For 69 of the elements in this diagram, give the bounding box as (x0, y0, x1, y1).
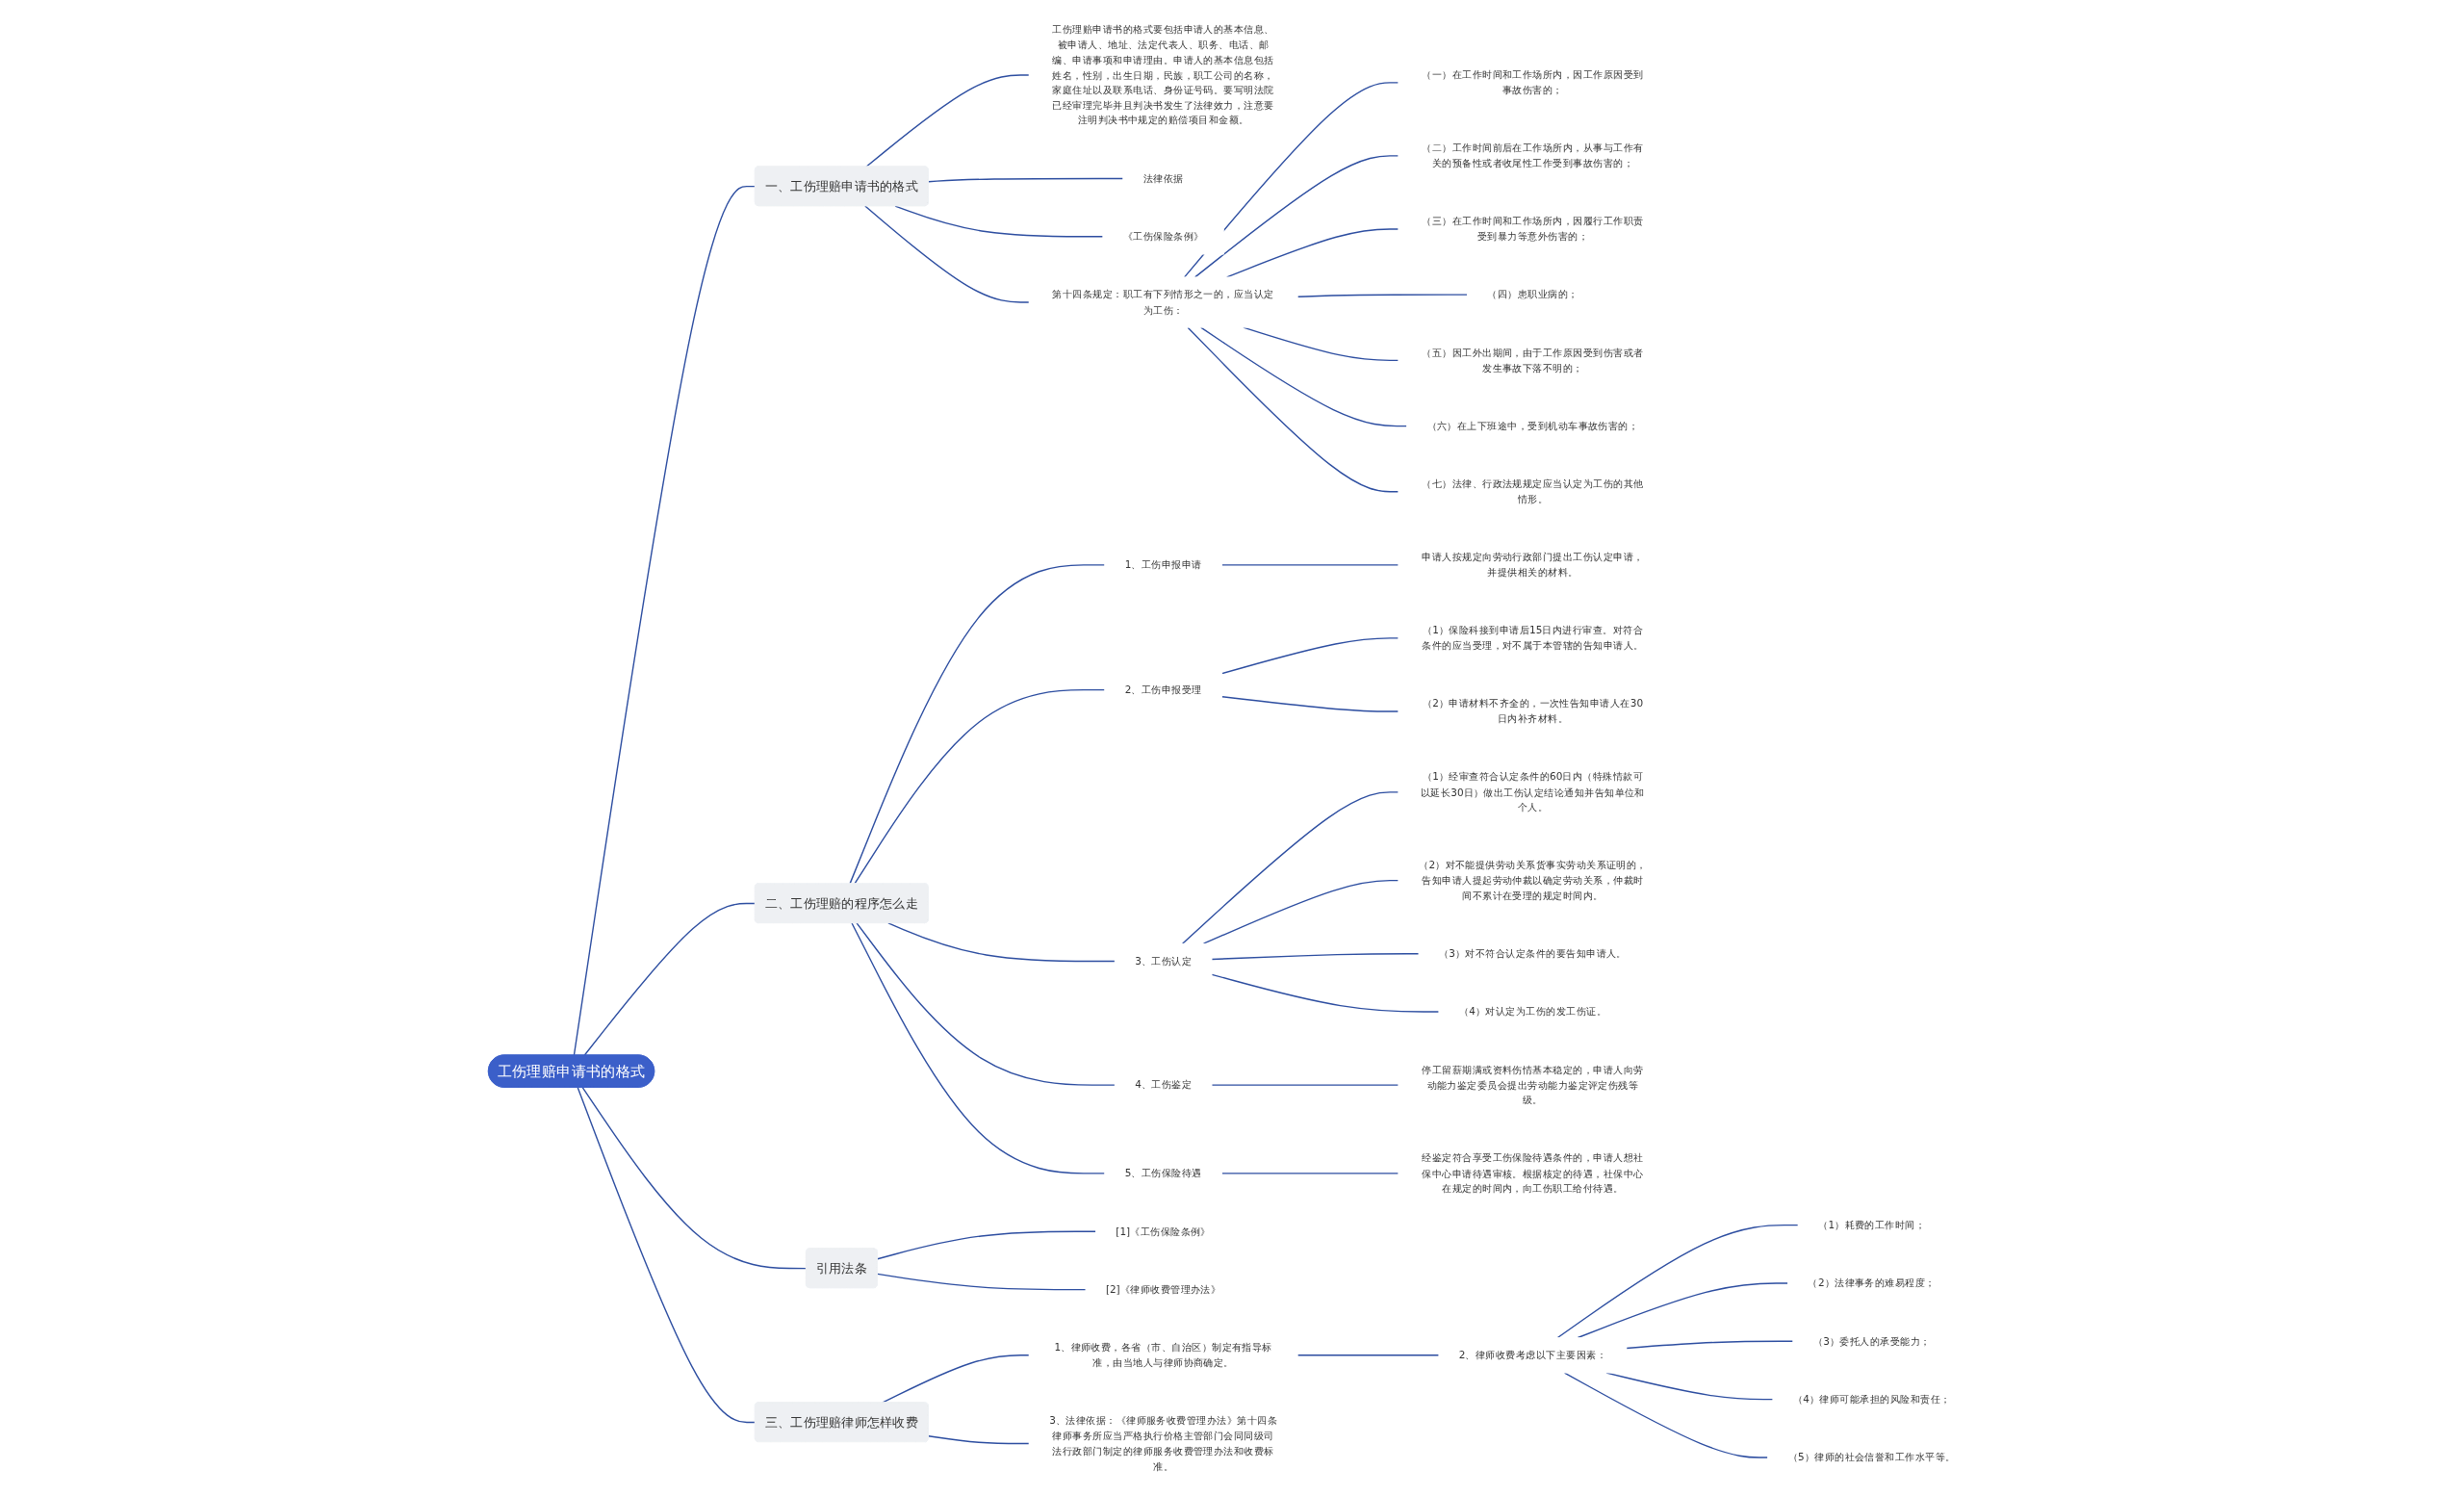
node-text: 2、工伤申报受理 (1124, 684, 1202, 696)
node-text: [2]《律师收费管理办法》 (1105, 1283, 1221, 1296)
node-text: （2）对不能提供劳动关系货事实劳动关系证明的，告知申请人提起劳动仲裁以确定劳动关系，仲裁时间不累计在受理的规定时间内。 (1418, 859, 1647, 902)
connector (865, 74, 1030, 168)
node-text: 停工留薪期满或资料伤情基本稳定的，申请人向劳动能力鉴定委员会提出劳动能力鉴定评定伤残等级。 (1422, 1063, 1644, 1106)
node-text: 工伤理赔申请书的格式要包括申请人的基本信息、被申请人、地址、法定代表人、职务、电话、邮编、申请事项和申请理由。申请人的基本信息包括姓名，性别，出生日期，民族，职工公司的名称，家庭住址以及联系电话、身份证号码。要写明法院已经审理完毕并且判决书发生了法律效力，注意要注明判决书中规定的赔偿项目和金额。 (1052, 23, 1274, 127)
connector (877, 1230, 1097, 1260)
node-text: 5、工伤保险待遇 (1124, 1167, 1202, 1179)
node-text: （二）工作时间前后在工作场所内，从事与工作有关的预备性或者收尾性工作受到事故伤害的； (1422, 142, 1644, 169)
connector (856, 922, 1116, 1086)
node-text: （1）保险科接到申请后15日内进行审查。对符合条件的应当受理，对不属于本管辖的告知申请人。 (1422, 624, 1644, 652)
node-text: （3）对不符合认定条件的要告知申请人。 (1438, 947, 1627, 960)
connector (1296, 1354, 1440, 1356)
connector (1211, 953, 1420, 961)
node-text: 3、法律依据：《律师服务收费管理办法》第十四条律师事务所应当严格执行价格主管部门会同同级司法行政部门制定的律师服务收费管理办法和收费标准。 (1049, 1414, 1278, 1473)
node-text: （4）律师可能承担的风险和责任； (1792, 1393, 1951, 1406)
node-text: （1）耗费的工作时间； (1817, 1219, 1926, 1231)
node-text: 第十四条规定：职工有下列情形之一的，应当认定为工伤： (1052, 288, 1274, 316)
connector (854, 688, 1106, 885)
node-text: （五）因工外出期间，由于工作原因受到伤害或者发生事故下落不明的； (1422, 347, 1644, 374)
connector (1296, 294, 1469, 297)
node-text: （六）在上下班途中，受到机动车事故伤害的； (1426, 420, 1639, 432)
node-text: 申请人按规定向劳动行政部门提出工伤认定申请，并提供相关的材料。 (1422, 551, 1644, 579)
connector (583, 902, 757, 1056)
connector (1202, 879, 1399, 944)
connector (1187, 326, 1399, 493)
node-text: （一）在工作时间和工作场所内，因工作原因受到事故伤害的； (1422, 68, 1644, 96)
connector (851, 922, 1106, 1174)
node-text: （1）经审查符合认定条件的60日内（特殊情款可以延长30日）做出工伤认定结论通知并告知单位和个人。 (1420, 770, 1645, 813)
connector (1211, 973, 1440, 1013)
node-text: （4）对认定为工伤的发工伤证。 (1458, 1005, 1606, 1019)
connector (1556, 1224, 1799, 1339)
connector (1220, 564, 1399, 566)
connector (849, 564, 1106, 885)
connector (864, 205, 1030, 303)
node-text: 经鉴定符合享受工伤保险待遇条件的，申请人想社保中心申请待遇审核。根据核定的待遇，社保中心在规定的时间内，向工伤职工给付待遇。 (1422, 1151, 1644, 1195)
connector (877, 1273, 1087, 1291)
node-text: （2）法律事务的难易程度； (1808, 1277, 1936, 1290)
connector (894, 205, 1104, 238)
node-text: 1、工伤申报申请 (1124, 558, 1202, 571)
connector (1200, 326, 1408, 427)
node-text: 2、律师收费考虑以下主要因素： (1458, 1349, 1606, 1361)
connector (1220, 696, 1399, 712)
connector (1194, 155, 1399, 278)
node-text: [1]《工伤保险条例》 (1116, 1225, 1211, 1238)
connector (1183, 82, 1399, 278)
connector (928, 177, 1124, 183)
connector (1220, 1173, 1399, 1174)
node-text: 法律依据 (1142, 172, 1184, 185)
connector (577, 1087, 757, 1424)
node-text: （5）律师的社会信誉和工作水平等。 (1787, 1451, 1956, 1464)
connector (581, 1087, 808, 1270)
node-text: （七）法律、行政法规规定应当认定为工伤的其他情形。 (1422, 477, 1644, 505)
node-text: （3）委托人的承受能力； (1812, 1334, 1931, 1348)
connector (573, 185, 757, 1056)
node-text: （2）申请材料不齐全的，一次性告知申请人在30日内补齐材料。 (1422, 697, 1644, 725)
connector (1563, 1372, 1769, 1458)
connector (928, 1435, 1030, 1445)
connector (887, 922, 1116, 963)
connector (1181, 791, 1399, 944)
connector (1220, 637, 1399, 675)
node-text: 4、工伤鉴定 (1135, 1078, 1193, 1092)
node-text: （三）在工作时间和工作场所内，因履行工作职责受到暴力等意外伤害的； (1422, 215, 1644, 243)
node-text: 1、律师收费，各省（市、自治区）制定有指导标准，由当地人与律师协商确定。 (1054, 1341, 1272, 1369)
node-text: 3、工伤认定 (1135, 955, 1193, 967)
node-text: （四）患职业病的； (1487, 288, 1578, 301)
connector (1211, 1084, 1399, 1086)
connector (1577, 1282, 1789, 1339)
connector (1626, 1340, 1794, 1350)
